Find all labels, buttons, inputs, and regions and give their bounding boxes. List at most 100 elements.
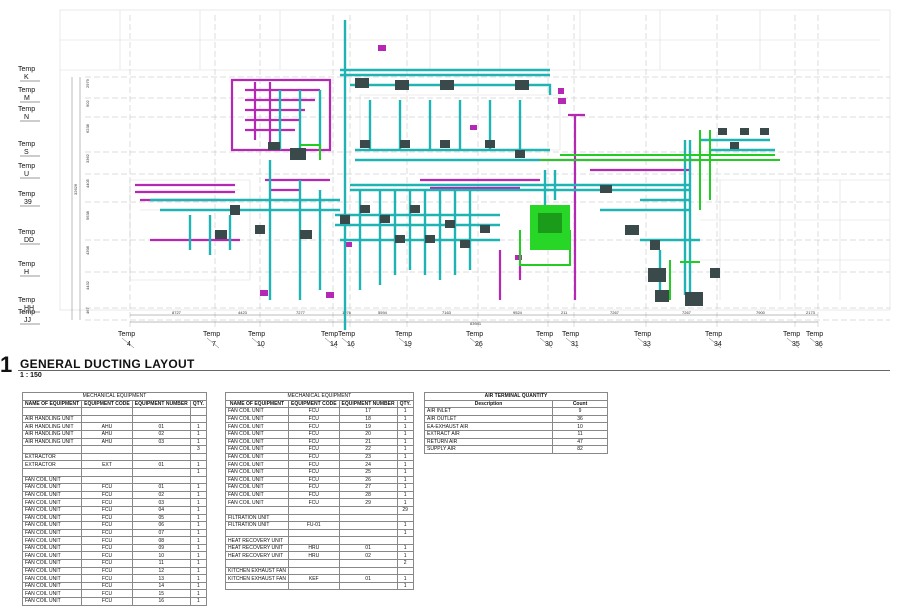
table-row: 29 — [225, 505, 414, 515]
column-grid-label-name: Temp — [806, 331, 823, 338]
table-cell: 1 — [396, 483, 414, 492]
dimension-value: 5638 — [85, 210, 90, 220]
row-grid-label-id: H — [24, 269, 29, 276]
table-cell: FAN COIL UNIT — [21, 551, 83, 561]
table-cell: 18 — [338, 414, 398, 424]
table-cell: FAN COIL UNIT — [225, 498, 289, 507]
table-cell — [225, 505, 289, 515]
table-cell: FCU — [81, 536, 133, 545]
table-cell: 1 — [189, 521, 207, 530]
table-cell: 3 — [189, 445, 207, 454]
table-cell: 01 — [131, 422, 191, 431]
table-cell: 1 — [396, 429, 414, 439]
column-grid-label-name: Temp — [203, 331, 220, 338]
table-cell — [189, 452, 207, 462]
table-cell: 1 — [396, 574, 414, 583]
grid-label-leader — [708, 337, 722, 349]
table-cell: FCU — [81, 483, 133, 492]
table-cell: SUPPLY AIR — [423, 445, 554, 454]
table-cell — [287, 536, 340, 545]
table-cell: KITCHEN EXHAUST FAN — [225, 566, 289, 576]
table-cell: FCU — [287, 429, 340, 439]
column-grid-label-id: 34 — [714, 341, 722, 348]
table-cell: 47 — [552, 437, 608, 447]
table-cell: 9 — [552, 407, 608, 416]
grid-label-leader — [121, 337, 135, 349]
dimension-value: 467 — [85, 307, 90, 314]
table-cell: FAN COIL UNIT — [225, 407, 289, 416]
table-cell: AIR OUTLET — [423, 414, 554, 424]
column-grid-label-id: 26 — [475, 341, 483, 348]
table-cell — [338, 513, 398, 523]
dimension-value: 7900 — [756, 310, 766, 315]
table-cell: 1 — [396, 452, 414, 462]
row-grid-label-name: Temp — [18, 66, 35, 73]
table-cell: 28 — [338, 490, 398, 500]
column-grid-label-name: Temp — [705, 331, 722, 338]
table-cell: FAN COIL UNIT — [225, 452, 289, 462]
column-grid-label-name: Temp — [338, 331, 355, 338]
table-cell: FAN COIL UNIT — [225, 483, 289, 492]
grid-label-leader — [809, 337, 823, 349]
table-cell — [131, 414, 191, 424]
grid-label-leader — [398, 337, 412, 349]
table-cell: FAN COIL UNIT — [21, 581, 83, 591]
dimension-value: 4423 — [238, 310, 248, 315]
table-cell — [21, 407, 83, 416]
table-cell — [338, 528, 398, 538]
table-cell: HEAT RECOVERY UNIT — [225, 536, 289, 545]
column-header: NAME OF EQUIPMENT — [225, 399, 289, 409]
table-cell: FAN COIL UNIT — [21, 521, 83, 530]
row-grid-label-id: N — [24, 114, 29, 121]
table-cell: 1 — [396, 543, 414, 553]
table-cell: FAN COIL UNIT — [21, 566, 83, 576]
table-cell: 1 — [396, 445, 414, 454]
table-cell — [131, 467, 191, 477]
grid-label-leader — [637, 337, 651, 349]
column-header: Count — [552, 399, 608, 409]
column-grid-label-name: Temp — [562, 331, 579, 338]
table-cell: 02 — [338, 551, 398, 561]
table-cell — [338, 536, 398, 545]
table-cell: 01 — [131, 460, 191, 469]
table-cell: 04 — [131, 505, 191, 515]
table-cell: 1 — [396, 467, 414, 477]
table-row: AIR HANDLING UNIT — [21, 414, 207, 424]
column-grid-label-name: Temp — [783, 331, 800, 338]
table-cell: FAN COIL UNIT — [225, 437, 289, 447]
row-grid-labels: TempKTempMTempNTempSTempUTemp39TempDDTem… — [18, 66, 40, 325]
table-cell: FAN COIL UNIT — [21, 536, 83, 545]
table-cell: 1 — [396, 475, 414, 485]
dimension-value: 6238 — [85, 123, 90, 133]
table-cell: FAN COIL UNIT — [21, 498, 83, 507]
equipment-units — [215, 78, 769, 306]
table-cell — [396, 566, 414, 576]
row-grid-label-name: Temp — [18, 191, 35, 198]
table-cell: AIR HANDLING UNIT — [21, 414, 83, 424]
table-cell: FCU — [287, 452, 340, 462]
column-grid-label-id: 14 — [330, 341, 338, 348]
dimension-value: 7277 — [296, 310, 306, 315]
column-grid-label-id: 10 — [257, 341, 265, 348]
dimension-value: 902 — [85, 100, 90, 107]
table-cell: 01 — [131, 483, 191, 492]
table-cell: 10 — [131, 551, 191, 561]
sheet-number: 1 — [0, 352, 13, 377]
table-cell: 01 — [338, 543, 398, 553]
table-cell — [287, 505, 340, 515]
